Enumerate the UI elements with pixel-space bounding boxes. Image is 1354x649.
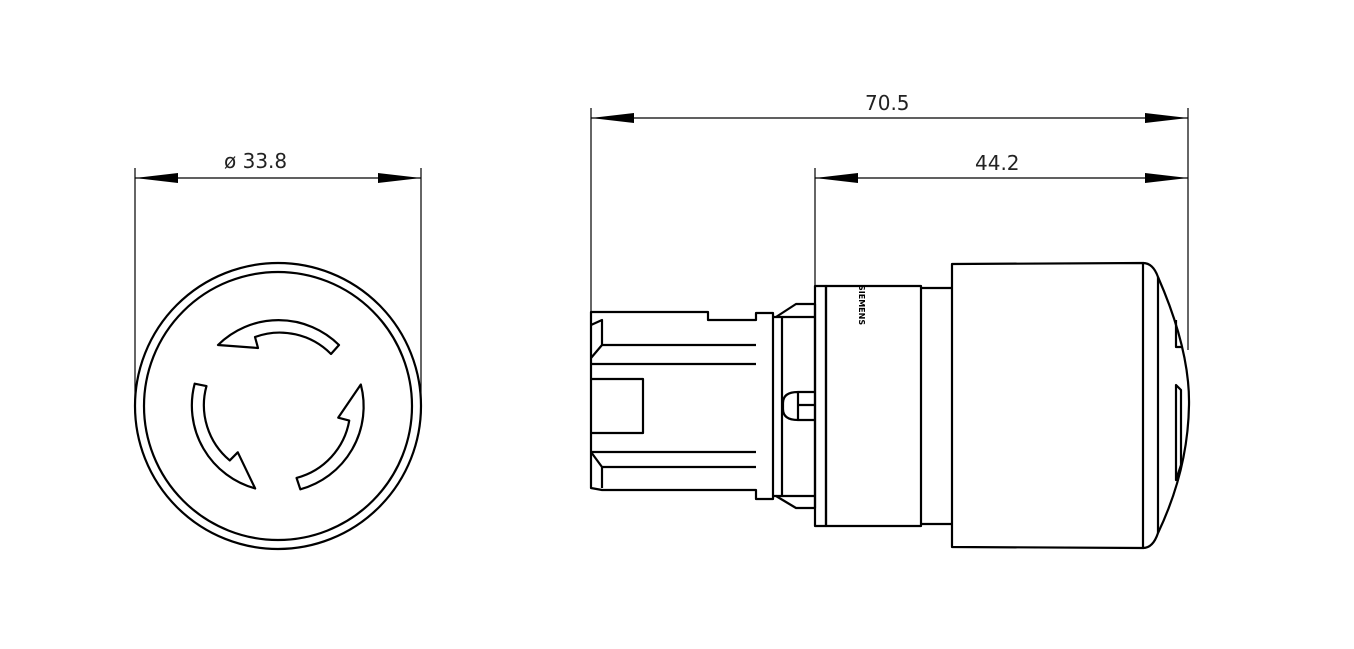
overall-length-label: 70.5 bbox=[865, 91, 910, 115]
diameter-label: ø 33.8 bbox=[224, 149, 287, 173]
arrowhead bbox=[591, 113, 634, 123]
front-view: ø 33.8 bbox=[133, 149, 423, 551]
arrowhead bbox=[1145, 173, 1188, 183]
collar-ring: SIEMENS bbox=[813, 284, 952, 528]
arrowhead-right bbox=[378, 173, 421, 183]
inner-ring bbox=[142, 270, 414, 542]
arrowhead-left bbox=[135, 173, 178, 183]
arrow-left bbox=[172, 378, 265, 503]
arrowhead bbox=[815, 173, 858, 183]
arrow-right bbox=[291, 378, 384, 503]
mushroom-cap bbox=[950, 261, 1191, 550]
arrowhead bbox=[1145, 113, 1188, 123]
rotation-arrows-icon bbox=[172, 319, 384, 503]
mounting-nut bbox=[773, 302, 817, 510]
outer-ring bbox=[133, 261, 423, 551]
arrow-top bbox=[216, 319, 341, 356]
connector-body bbox=[589, 310, 775, 501]
brand-logo: SIEMENS bbox=[857, 285, 866, 325]
head-length-label: 44.2 bbox=[975, 151, 1020, 175]
side-view: 70.5 44.2 SIEMENS bbox=[589, 91, 1191, 550]
